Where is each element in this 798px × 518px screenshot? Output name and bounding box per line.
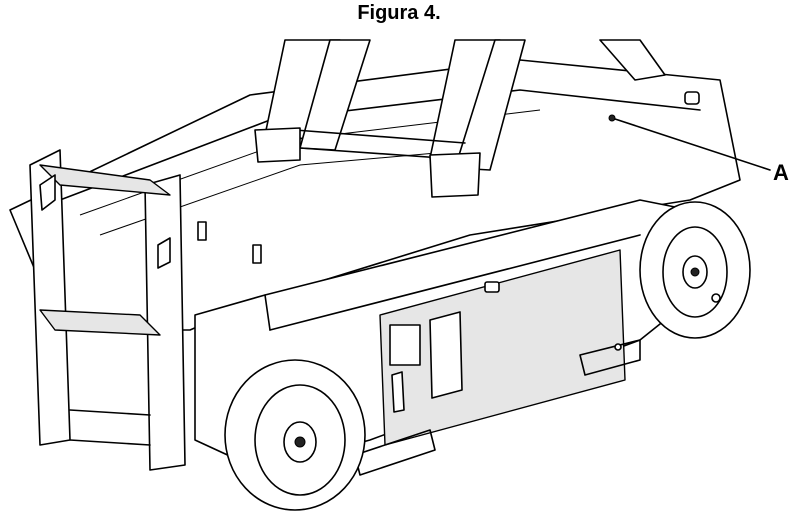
callout-leader-a-dot [608,114,616,122]
fittings [197,91,721,351]
mast-arms [254,39,666,198]
step-ladder [29,149,186,471]
callout-label-a: A [773,160,789,185]
figure-title: Figura 4. [357,2,441,24]
wheel-rear [639,201,751,339]
callout-leader-a [611,117,771,171]
wheel-front [224,359,366,511]
